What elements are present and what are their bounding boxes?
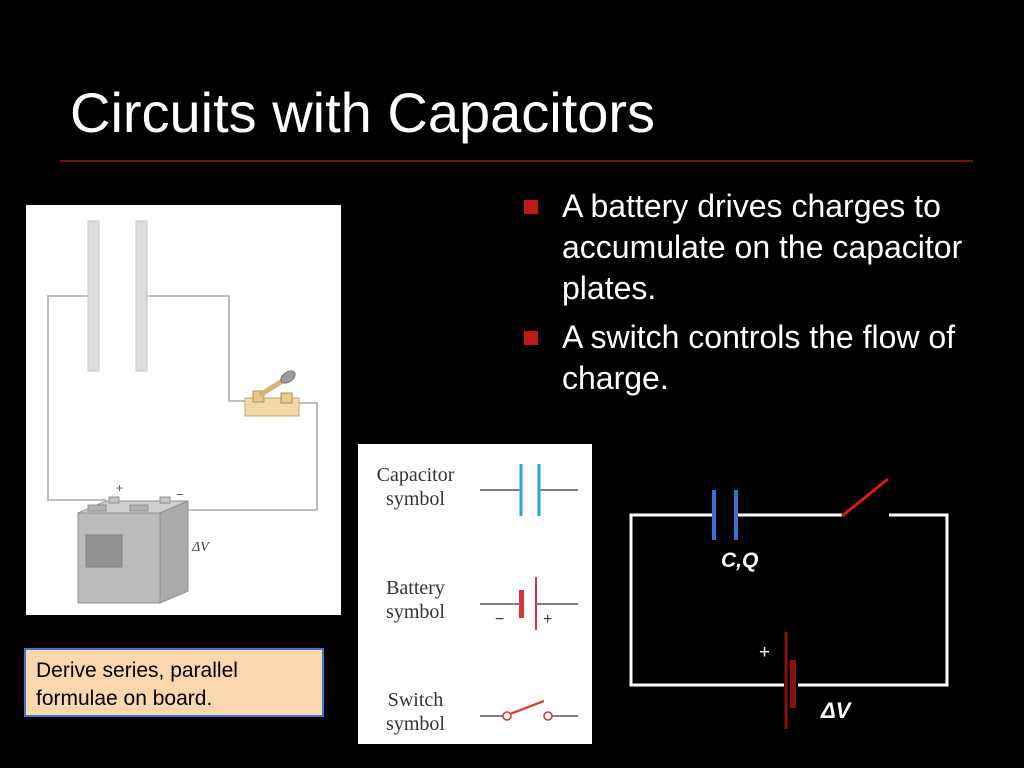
capacitor-label-line2: symbol <box>386 488 445 510</box>
capacitor-label: C,Q <box>721 549 758 572</box>
battery-label-line1: Battery <box>386 577 445 599</box>
circuit-wires <box>629 513 949 687</box>
wire-left <box>47 295 106 501</box>
battery-capacitor-illustration: + − ΔV <box>26 205 341 615</box>
knife-switch-icon <box>244 370 300 417</box>
battery-voltage-label: ΔV <box>191 540 210 555</box>
battery-symbol-plus: + <box>543 611 552 628</box>
battery-symbol-label: Battery symbol <box>358 576 473 624</box>
battery-plus-label: + <box>116 481 123 495</box>
battery-plus-label: + <box>759 642 770 663</box>
open-switch-icon <box>841 477 889 518</box>
bullet-list: A battery drives charges to accumulate o… <box>524 186 984 407</box>
circuit-schematic: C,Q + ΔV <box>629 477 949 729</box>
battery-symbol-icon <box>480 577 578 630</box>
bullet-marker-icon <box>524 331 538 345</box>
switch-label-line2: symbol <box>386 713 445 735</box>
symbols-legend: Capacitor symbol Battery symbol Switch s… <box>358 444 592 744</box>
battery-minus-label: − <box>176 487 184 502</box>
symbols-svg: − + <box>480 464 578 721</box>
switch-label-line1: Switch <box>387 689 444 711</box>
battery-symbol-minus: − <box>495 611 504 628</box>
voltage-label: ΔV <box>820 698 853 723</box>
wire-top-right <box>147 295 246 402</box>
battery-label-line2: symbol <box>386 601 445 623</box>
bullet-marker-icon <box>524 200 538 214</box>
capacitor-plate-left <box>87 220 100 372</box>
capacitor-symbol-icon <box>712 490 738 540</box>
wire-right <box>186 402 318 511</box>
illustration-svg: + − ΔV <box>47 220 318 604</box>
capacitor-symbol-label: Capacitor symbol <box>358 463 473 511</box>
bullet-text: A battery drives charges to accumulate o… <box>562 188 963 306</box>
capacitor-plate-right <box>135 220 148 372</box>
switch-symbol-label: Switch symbol <box>358 688 473 736</box>
battery-icon <box>77 496 189 604</box>
note-box: Derive series, parallel formulae on boar… <box>24 648 324 717</box>
battery-symbol-icon <box>784 632 796 729</box>
capacitor-label-line1: Capacitor <box>376 464 455 486</box>
slide-title: Circuits with Capacitors <box>70 81 656 144</box>
title-divider <box>60 160 973 162</box>
capacitor-symbol-icon <box>480 464 578 516</box>
bullet-item: A battery drives charges to accumulate o… <box>524 186 984 309</box>
bullet-item: A switch controls the flow of charge. <box>524 317 984 399</box>
bullet-text: A switch controls the flow of charge. <box>562 319 956 396</box>
switch-symbol-icon <box>480 699 578 721</box>
